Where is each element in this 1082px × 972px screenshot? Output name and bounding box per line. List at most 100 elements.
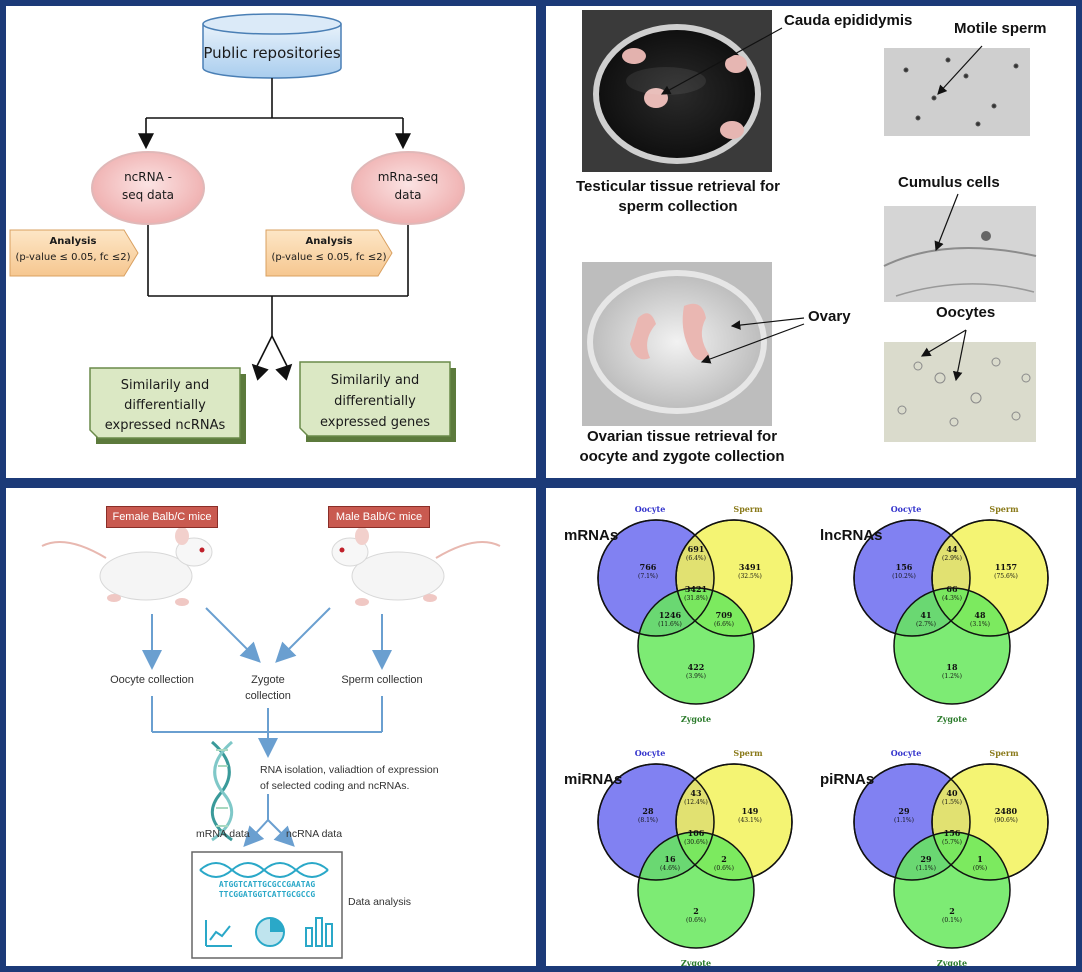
ncrna-data-label: ncRNA data bbox=[286, 828, 343, 840]
male-mice-badge: Male Balb/C mice bbox=[328, 506, 430, 528]
venn-pct-oz: (4.6%) bbox=[660, 865, 680, 872]
venn-title: miRNAs bbox=[564, 771, 622, 788]
workflow-canvas bbox=[41, 527, 501, 959]
venn-pct-sz: (6.6%) bbox=[714, 621, 734, 628]
output-ncrna-line2: differentially bbox=[124, 398, 206, 413]
venn-count-sz: 1 bbox=[977, 854, 983, 864]
venn-set-label-oocyte: Oocyte bbox=[891, 504, 922, 514]
data-analysis-box bbox=[191, 851, 343, 959]
cumulus-micrograph bbox=[883, 206, 1037, 302]
venn-count-o: 766 bbox=[640, 562, 657, 572]
venn-pct-o: (7.1%) bbox=[638, 573, 658, 580]
male-mouse-image bbox=[331, 527, 501, 606]
venn-circle-zygote bbox=[637, 831, 755, 949]
analysis-right-title: Analysis bbox=[305, 236, 353, 247]
venn-pct-all: (30.6%) bbox=[684, 839, 708, 846]
sperm-collection-label: Sperm collection bbox=[341, 674, 423, 686]
mrna-label-line2: data bbox=[394, 188, 422, 202]
venn-pct-s: (75.6%) bbox=[994, 573, 1018, 580]
venn-count-oz: 16 bbox=[664, 854, 676, 864]
venn-set-label-zygote: Zygote bbox=[937, 958, 967, 966]
oocytes-label: Oocytes bbox=[936, 304, 996, 321]
venn-count-oz: 29 bbox=[920, 854, 932, 864]
venn-circle-zygote bbox=[637, 587, 755, 705]
venn-pct-sz: (0%) bbox=[973, 865, 987, 872]
analysis-tag-left bbox=[9, 229, 139, 277]
venn-count-s: 3491 bbox=[739, 562, 761, 572]
venn-pct-z: (0.6%) bbox=[686, 917, 706, 924]
repository-label: Public repositories bbox=[203, 44, 341, 62]
mrna-label-line1: mRna-seq bbox=[377, 170, 439, 184]
venn-pct-all: (4.3%) bbox=[942, 595, 962, 602]
venn-pct-sz: (0.6%) bbox=[714, 865, 734, 872]
dna-sequence-line2: TTCGGATGGTCATTGCGCCG bbox=[218, 890, 316, 899]
venn-set-label-zygote: Zygote bbox=[681, 958, 711, 966]
ovary-caption-1: Ovarian tissue retrieval for bbox=[586, 428, 778, 445]
output-ncrna-line3: expressed ncRNAs bbox=[104, 418, 226, 433]
venn-set-label-oocyte: Oocyte bbox=[891, 748, 922, 758]
venn-pct-oz: (11.6%) bbox=[658, 621, 682, 628]
cumulus-label: Cumulus cells bbox=[898, 174, 1000, 191]
motile-sperm-micrograph bbox=[884, 48, 1030, 136]
venn-circle-zygote bbox=[893, 831, 1011, 949]
venn-pct-oz: (1.1%) bbox=[916, 865, 936, 872]
venn-count-sz: 709 bbox=[716, 610, 733, 620]
venn-pct-o: (10.2%) bbox=[892, 573, 916, 580]
panel-data-mining-flowchart: Public repositories ncRNA - seq data mRn… bbox=[6, 6, 536, 478]
rna-isolation-line2: of selected coding and ncRNAs. bbox=[260, 780, 410, 792]
flowchart-canvas bbox=[9, 13, 465, 444]
venn-pct-z: (0.1%) bbox=[942, 917, 962, 924]
bar-chart-icon bbox=[305, 917, 333, 947]
venn-count-os: 44 bbox=[946, 544, 958, 554]
ovary-caption-2: oocyte and zygote collection bbox=[579, 448, 785, 465]
ovary-dish-photo bbox=[582, 262, 772, 426]
venn-pct-z: (3.9%) bbox=[686, 673, 706, 680]
photos-canvas bbox=[582, 10, 1037, 442]
venn-set-label-sperm: Sperm bbox=[733, 748, 763, 758]
female-mice-badge: Female Balb/C mice bbox=[106, 506, 218, 528]
venn-count-oz: 41 bbox=[920, 610, 931, 620]
dna-helix-icon bbox=[210, 740, 234, 842]
venn-pct-o: (1.1%) bbox=[894, 817, 914, 824]
venn-pct-s: (32.5%) bbox=[738, 573, 762, 580]
rna-isolation-line1: RNA isolation, valiadtion of expression bbox=[260, 764, 439, 776]
venn-pct-os: (12.4%) bbox=[684, 799, 708, 806]
venn-title: mRNAs bbox=[564, 527, 618, 544]
oocyte-collection-label: Oocyte collection bbox=[110, 674, 194, 686]
venn-set-label-zygote: Zygote bbox=[681, 714, 711, 724]
zygote-collection-line1: Zygote bbox=[251, 674, 285, 686]
zygote-collection-line2: collection bbox=[245, 690, 291, 702]
dna-sequence-line1: ATGGTCATTGCGCCGAATAG bbox=[218, 880, 316, 889]
cauda-label: Cauda epididymis bbox=[784, 12, 913, 29]
venn-set-label-sperm: Sperm bbox=[989, 504, 1019, 514]
venn-count-s: 149 bbox=[742, 806, 759, 816]
venn-count-all: 66 bbox=[946, 584, 958, 594]
output-genes-line3: expressed genes bbox=[320, 415, 430, 430]
venn-pct-z: (1.2%) bbox=[942, 673, 962, 680]
testis-caption-1: Testicular tissue retrieval for bbox=[576, 178, 780, 195]
output-ncrna-line1: Similarily and bbox=[120, 378, 210, 393]
testis-dish-photo bbox=[582, 10, 772, 172]
venn-pct-s: (43.1%) bbox=[738, 817, 762, 824]
venn-pct-os: (6.4%) bbox=[686, 555, 706, 562]
venn-count-sz: 48 bbox=[974, 610, 986, 620]
female-mouse-image bbox=[41, 527, 213, 606]
venn-pct-o: (8.1%) bbox=[638, 817, 658, 824]
analysis-tag-right bbox=[265, 229, 393, 277]
venn-count-all: 106 bbox=[688, 828, 705, 838]
venn-title: lncRNAs bbox=[820, 527, 883, 544]
panel-tissue-photos: Cauda epididymis Motile sperm Testicular… bbox=[546, 6, 1076, 478]
venn-count-oz: 1246 bbox=[659, 610, 682, 620]
venn-set-label-sperm: Sperm bbox=[733, 504, 763, 514]
venn-pct-all: (5.7%) bbox=[942, 839, 962, 846]
photo-pointers bbox=[660, 27, 983, 382]
venn-count-s: 1157 bbox=[995, 562, 1017, 572]
line-chart-icon bbox=[205, 920, 232, 947]
venn-set-label-sperm: Sperm bbox=[989, 748, 1019, 758]
venn-set-label-zygote: Zygote bbox=[937, 714, 967, 724]
